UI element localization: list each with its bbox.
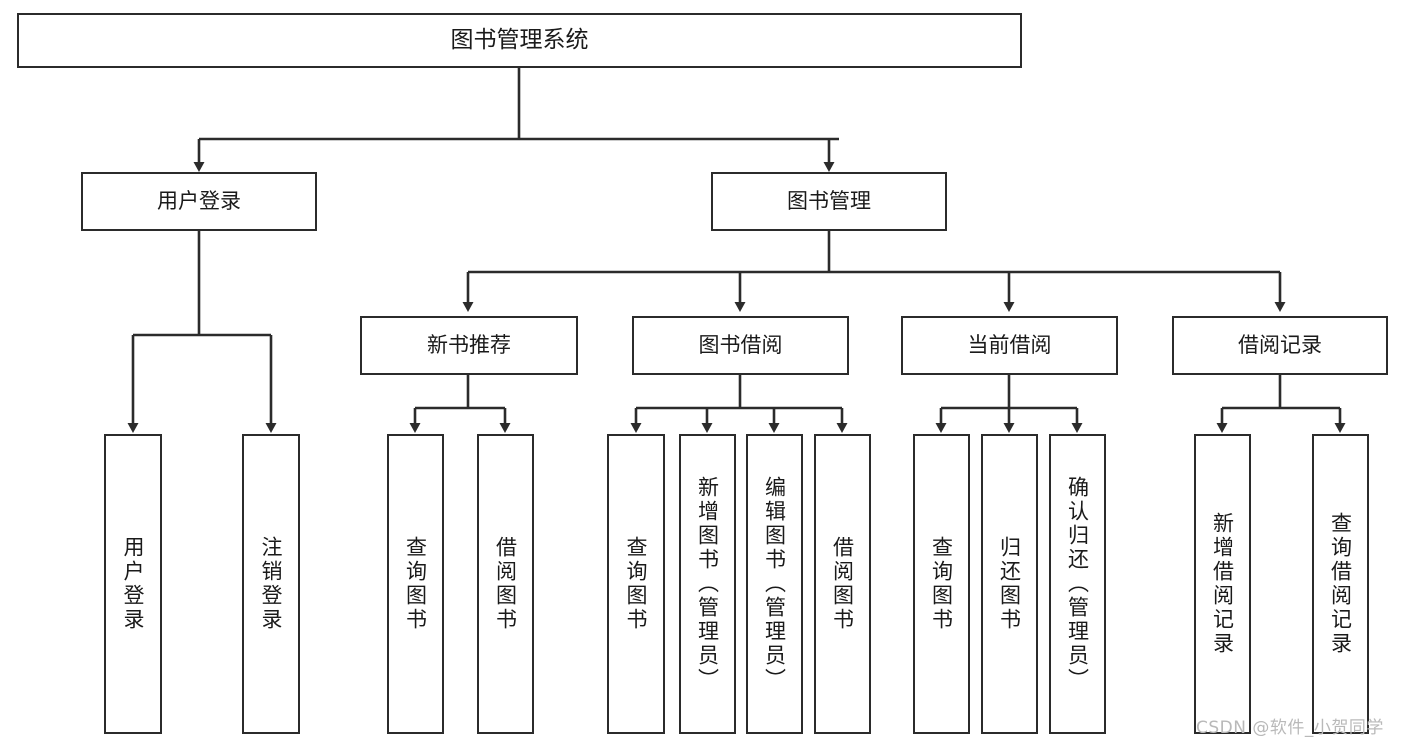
leaf-borrow-record-add[interactable]: 新增借阅记录 [1194, 434, 1251, 734]
leaf-label: 查询借阅记录 [1328, 512, 1353, 656]
leaf-borrow-record-query[interactable]: 查询借阅记录 [1312, 434, 1369, 734]
node-user-login-label: 用户登录 [157, 188, 241, 213]
node-new-book-recommend[interactable]: 新书推荐 [360, 316, 578, 375]
leaf-book-borrow-edit[interactable]: 编辑图书（管理员） [746, 434, 803, 734]
leaf-label: 新增借阅记录 [1210, 512, 1235, 656]
node-current-borrow[interactable]: 当前借阅 [901, 316, 1118, 375]
leaf-user-login-login[interactable]: 用户登录 [104, 434, 162, 734]
node-current-borrow-label: 当前借阅 [967, 332, 1052, 357]
leaf-current-borrow-confirm-return[interactable]: 确认归还（管理员） [1049, 434, 1106, 734]
watermark-text: CSDN @软件_小贺同学 [1196, 718, 1384, 738]
leaf-current-borrow-query[interactable]: 查询图书 [913, 434, 970, 734]
leaf-label: 用户登录 [121, 536, 146, 632]
leaf-label: 确认归还（管理员） [1065, 476, 1090, 692]
leaf-book-borrow-query[interactable]: 查询图书 [607, 434, 665, 734]
leaf-label: 注销登录 [259, 536, 284, 632]
node-book-borrow[interactable]: 图书借阅 [632, 316, 849, 375]
node-book-manage-label: 图书管理 [787, 188, 871, 213]
node-book-borrow-label: 图书借阅 [698, 332, 783, 357]
leaf-label: 归还图书 [997, 536, 1022, 632]
node-borrow-record[interactable]: 借阅记录 [1172, 316, 1388, 375]
leaf-label: 借阅图书 [830, 536, 855, 632]
leaf-label: 查询图书 [624, 536, 649, 632]
node-new-book-recommend-label: 新书推荐 [427, 332, 511, 357]
node-book-manage[interactable]: 图书管理 [711, 172, 947, 231]
node-borrow-record-label: 借阅记录 [1238, 332, 1322, 357]
leaf-label: 借阅图书 [493, 536, 518, 632]
node-root-label: 图书管理系统 [450, 26, 589, 53]
leaf-book-borrow-borrow[interactable]: 借阅图书 [814, 434, 871, 734]
leaf-label: 查询图书 [929, 536, 954, 632]
leaf-label: 新增图书（管理员） [695, 476, 720, 692]
leaf-label: 编辑图书（管理员） [762, 476, 787, 692]
leaf-new-book-query[interactable]: 查询图书 [387, 434, 444, 734]
leaf-current-borrow-return[interactable]: 归还图书 [981, 434, 1038, 734]
node-root[interactable]: 图书管理系统 [17, 13, 1022, 68]
leaf-label: 查询图书 [403, 536, 428, 632]
node-user-login[interactable]: 用户登录 [81, 172, 317, 231]
leaf-user-login-logout[interactable]: 注销登录 [242, 434, 300, 734]
leaf-book-borrow-add[interactable]: 新增图书（管理员） [679, 434, 736, 734]
leaf-new-book-borrow[interactable]: 借阅图书 [477, 434, 534, 734]
